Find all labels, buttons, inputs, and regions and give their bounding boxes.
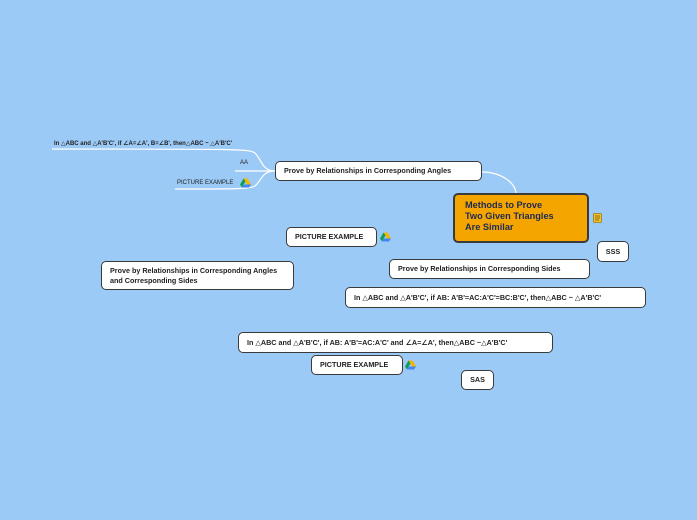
sides-picture-example-label: PICTURE EXAMPLE [295, 232, 364, 241]
topic-corresponding-angles-label: Prove by Relationships in Corresponding … [284, 166, 452, 175]
drive-icon[interactable] [380, 232, 391, 242]
drive-icon[interactable] [240, 178, 251, 188]
sas-box[interactable]: SAS [461, 370, 494, 390]
sss-label: SSS [605, 246, 621, 256]
sss-statement: In △ABC and △A'B'C', if AB: A'B'=AC:A'C'… [354, 292, 602, 302]
central-topic-line-1: Methods to Prove [465, 200, 543, 210]
sas-statement: In △ABC and △A'B'C', if AB: A'B'=AC:A'C'… [247, 337, 508, 347]
sss-box[interactable]: SSS [597, 241, 629, 262]
topic-corresponding-angles[interactable]: Prove by Relationships in Corresponding … [275, 161, 482, 181]
central-topic-line-3: Are Similar [465, 222, 514, 232]
sas-picture-example-box[interactable]: PICTURE EXAMPLE [311, 355, 403, 375]
note-icon[interactable] [593, 213, 602, 223]
central-topic-line-2: Two Given Triangles [465, 211, 554, 221]
angles-picture-example[interactable]: PICTURE EXAMPLE [177, 180, 234, 186]
topic-corresponding-sides[interactable]: Prove by Relationships in Corresponding … [389, 259, 590, 279]
sss-statement-box[interactable]: In △ABC and △A'B'C', if AB: A'B'=AC:A'C'… [345, 287, 646, 308]
central-topic[interactable]: Methods to Prove Two Given Triangles Are… [453, 193, 589, 243]
sas-picture-example-label: PICTURE EXAMPLE [320, 360, 389, 369]
drive-icon[interactable] [405, 360, 416, 370]
topic-angles-and-sides[interactable]: Prove by Relationships in Corresponding … [101, 261, 294, 290]
topic-angles-and-sides-label: Prove by Relationships in Corresponding … [110, 265, 278, 285]
sides-picture-example-box[interactable]: PICTURE EXAMPLE [286, 227, 377, 247]
sas-label: SAS [470, 375, 485, 384]
sas-statement-box[interactable]: In △ABC and △A'B'C', if AB: A'B'=AC:A'C'… [238, 332, 553, 353]
topic-corresponding-sides-label: Prove by Relationships in Corresponding … [398, 264, 561, 273]
aa-statement[interactable]: In △ABC and △A'B'C', if ∠A=∠A', B=∠B', t… [54, 141, 233, 147]
aa-label[interactable]: AA [240, 160, 249, 166]
